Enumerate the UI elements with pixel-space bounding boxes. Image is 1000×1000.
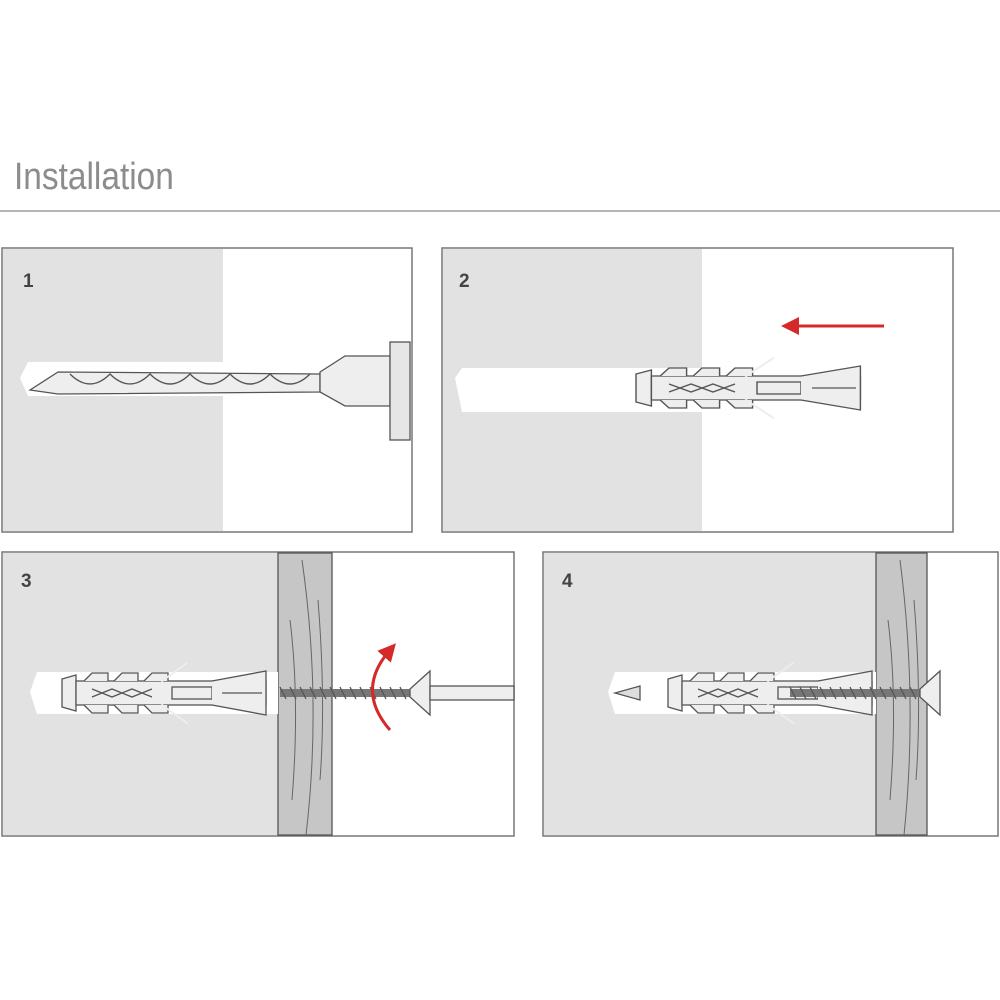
page-title: Installation xyxy=(14,156,174,198)
step-2-panel: 2 xyxy=(441,247,954,533)
step-4-panel: 4 xyxy=(542,551,999,837)
step-1-panel: 1 xyxy=(1,247,413,533)
step-3-panel: 3 xyxy=(1,551,515,837)
title-divider xyxy=(0,210,1000,212)
rotate-arrow-icon xyxy=(371,643,396,731)
step-number: 1 xyxy=(23,271,34,292)
step-number: 2 xyxy=(459,271,470,292)
screwdriver-bit-icon xyxy=(429,685,515,701)
step-number: 4 xyxy=(562,571,573,592)
drill-bit-icon xyxy=(28,341,411,441)
step-number: 3 xyxy=(21,571,32,592)
